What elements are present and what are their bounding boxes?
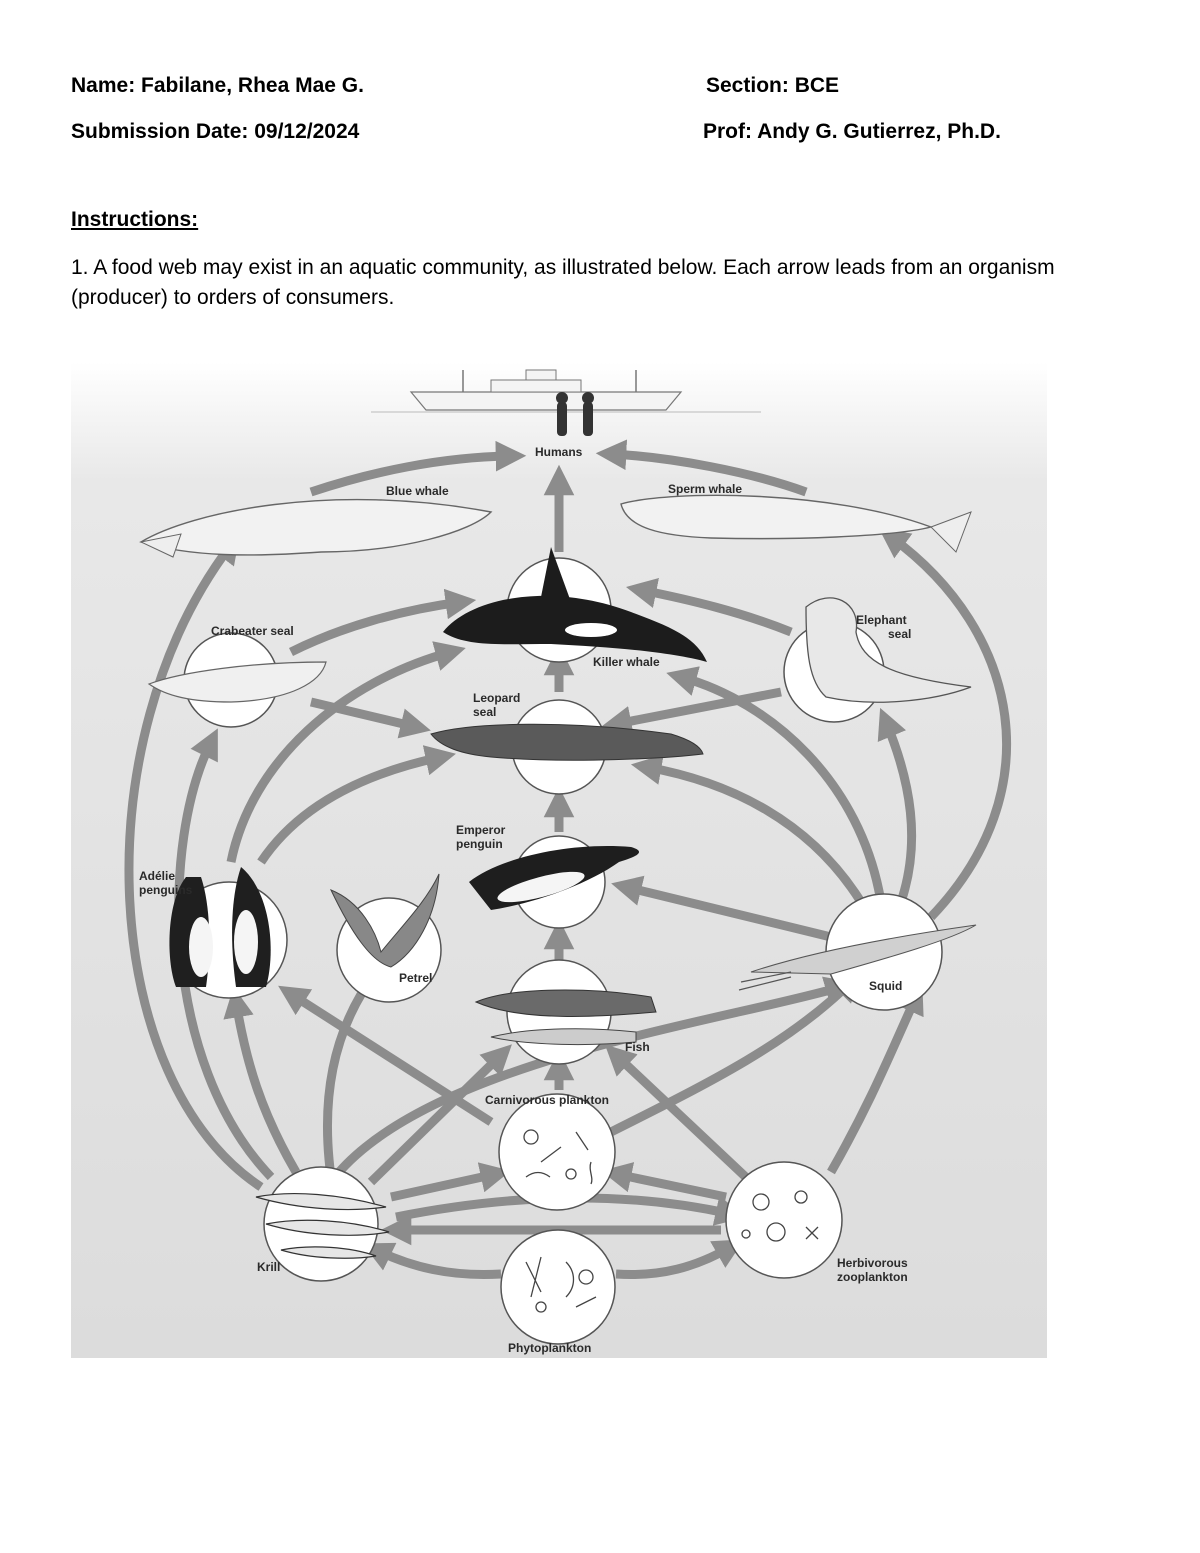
arrow-herbzoo-squid: [827, 983, 924, 1175]
arrow-krill-carnplankton: [390, 1162, 511, 1202]
arrow-herbzoo-fish: [604, 1044, 755, 1186]
instructions-heading: Instructions:: [71, 208, 199, 231]
label-adelie-penguins-1: Adélie: [139, 869, 175, 883]
name-field: Name: Fabilane, Rhea Mae G.: [71, 74, 364, 97]
arrow-krill-adelie: [223, 986, 300, 1175]
humans-icon: [556, 392, 594, 436]
label-carnivorous-plankton: Carnivorous plankton: [485, 1093, 609, 1107]
arrow-adelie-leopard: [257, 745, 456, 865]
arrow-squid-spermwhale: [878, 527, 1012, 921]
arrow-krill-bluewhale: [124, 532, 264, 1191]
label-blue-whale: Blue whale: [386, 484, 449, 498]
arrow-squid-leopard: [630, 754, 865, 905]
arrow-crabeater-leopard: [309, 697, 431, 739]
phytoplankton-icon: [525, 1256, 597, 1313]
node-phytoplankton: [500, 1229, 616, 1345]
arrow-phyto-herbzoo: [615, 1239, 745, 1279]
arrow-elephant-killerwhale: [625, 577, 793, 637]
food-web-diagram: Humans: [71, 362, 1047, 1358]
arrow-squid-killerwhale: [666, 666, 886, 903]
food-web-arrows: [124, 439, 1012, 1279]
label-petrel: Petrel: [399, 971, 432, 985]
submission-date-field: Submission Date: 09/12/2024: [71, 120, 360, 143]
label-crabeater-seal: Crabeater seal: [211, 624, 294, 638]
label-leopard-seal-1: Leopard: [473, 691, 520, 705]
node-blue-whale: [139, 498, 493, 558]
label-phytoplankton: Phytoplankton: [508, 1341, 591, 1355]
elephant-seal-icon: [805, 597, 972, 703]
label-leopard-seal-2: seal: [473, 705, 496, 719]
arrow-crabeater-killerwhale: [288, 588, 477, 657]
label-killer-whale: Killer whale: [593, 655, 660, 669]
arrow-herbzoo-carnplankton: [601, 1162, 727, 1202]
label-humans: Humans: [535, 445, 583, 459]
label-emperor-penguin-2: penguin: [456, 837, 503, 851]
label-emperor-penguin-1: Emperor: [456, 823, 506, 837]
herbivorous-zooplankton-icon: [741, 1190, 819, 1242]
label-herbivorous-zooplankton-1: Herbivorous: [837, 1256, 908, 1270]
adelie-penguins-icon: [169, 867, 271, 987]
label-elephant-seal-1: Elephant: [856, 613, 907, 627]
node-carnivorous-plankton: [498, 1093, 616, 1211]
squid-icon: [738, 924, 977, 991]
arrow-krill-fish: [367, 1044, 512, 1186]
professor-field: Prof: Andy G. Gutierrez, Ph.D.: [703, 120, 1001, 143]
arrow-squid-emperor: [611, 875, 833, 942]
label-fish: Fish: [625, 1040, 650, 1054]
arrow-squid-elephant: [877, 707, 917, 904]
arrow-bluewhale-humans: [309, 440, 527, 497]
label-elephant-seal-2: seal: [888, 627, 911, 641]
label-krill: Krill: [257, 1260, 280, 1274]
carnivorous-plankton-icon: [523, 1129, 593, 1185]
krill-icon: [255, 1192, 390, 1259]
arrow-carnplankton-adelie: [278, 985, 494, 1126]
arrow-spermwhale-humans: [595, 439, 808, 497]
node-herbivorous-zooplankton: [725, 1161, 843, 1279]
label-herbivorous-zooplankton-2: zooplankton: [837, 1270, 908, 1284]
crabeater-seal-icon: [147, 661, 327, 703]
label-squid: Squid: [869, 979, 902, 993]
arrow-adelie-killerwhale: [226, 641, 466, 863]
instruction-item-1: 1. A food web may exist in an aquatic co…: [71, 256, 1055, 309]
section-field: Section: BCE: [706, 74, 840, 97]
petrel-icon: [329, 873, 440, 968]
arrow-elephant-leopard: [600, 687, 782, 737]
emperor-penguin-icon: [469, 846, 640, 910]
label-sperm-whale: Sperm whale: [668, 482, 742, 496]
node-sperm-whale: [620, 494, 972, 553]
label-adelie-penguins-2: penguins: [139, 883, 193, 897]
leopard-seal-icon: [430, 723, 704, 761]
arrow-phyto-krill: [362, 1242, 502, 1279]
killer-whale-icon: [443, 547, 707, 662]
fish-icon: [474, 989, 657, 1046]
